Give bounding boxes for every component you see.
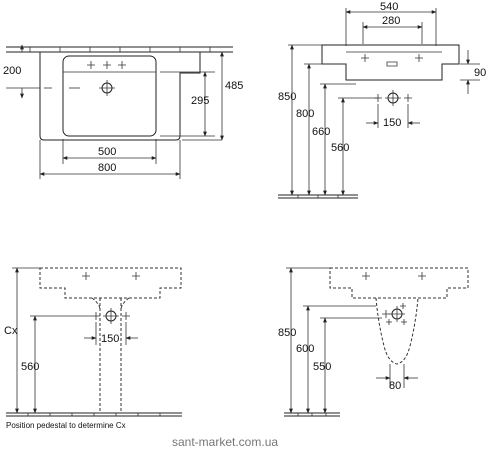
wall-strip	[6, 46, 233, 53]
supply-fitting-icon	[374, 90, 412, 106]
dim-600: 600	[296, 343, 314, 355]
basin-bowl	[62, 55, 157, 137]
dim-560: 560	[331, 142, 349, 154]
floor-line	[278, 194, 358, 199]
drain-icon	[99, 80, 115, 96]
semi-pedestal-view: 850 600 550 80	[278, 267, 469, 417]
supply-fitting-icon	[382, 303, 407, 325]
dim-485: 485	[225, 80, 243, 92]
dim-800: 800	[98, 162, 116, 174]
dim-660: 660	[312, 126, 330, 138]
dim-850-semi: 850	[278, 327, 296, 339]
pedestal-note: Position pedestal to determine Cx	[6, 421, 126, 430]
dim-500: 500	[98, 146, 116, 158]
dim-90: 90	[474, 67, 486, 79]
dim-540: 540	[380, 1, 398, 13]
dim-150: 150	[383, 117, 401, 129]
dim-200: 200	[3, 65, 21, 77]
dim-280: 280	[382, 15, 400, 27]
pedestal-front-view: 150 Cx 560 Position pedestal to determin…	[4, 267, 182, 430]
front-elevation: 540 280 90 850 800 660 560	[278, 1, 486, 199]
dim-560-pedestal: 560	[21, 361, 39, 373]
supply-fitting-icon	[92, 308, 130, 324]
basin-front	[321, 44, 460, 81]
floor-line	[6, 412, 182, 417]
dim-80: 80	[389, 380, 401, 392]
dim-850: 850	[278, 91, 296, 103]
dim-800-height: 800	[296, 108, 314, 120]
dim-150-pedestal: 150	[101, 333, 119, 345]
dim-cx: Cx	[4, 325, 18, 337]
plan-view: 200 295 485 500 800	[3, 44, 243, 179]
watermark: sant-market.com.ua	[172, 435, 278, 449]
tap-hole-icon	[87, 61, 126, 69]
floor-line	[284, 412, 340, 417]
dim-550: 550	[313, 361, 331, 373]
dim-295: 295	[191, 95, 209, 107]
